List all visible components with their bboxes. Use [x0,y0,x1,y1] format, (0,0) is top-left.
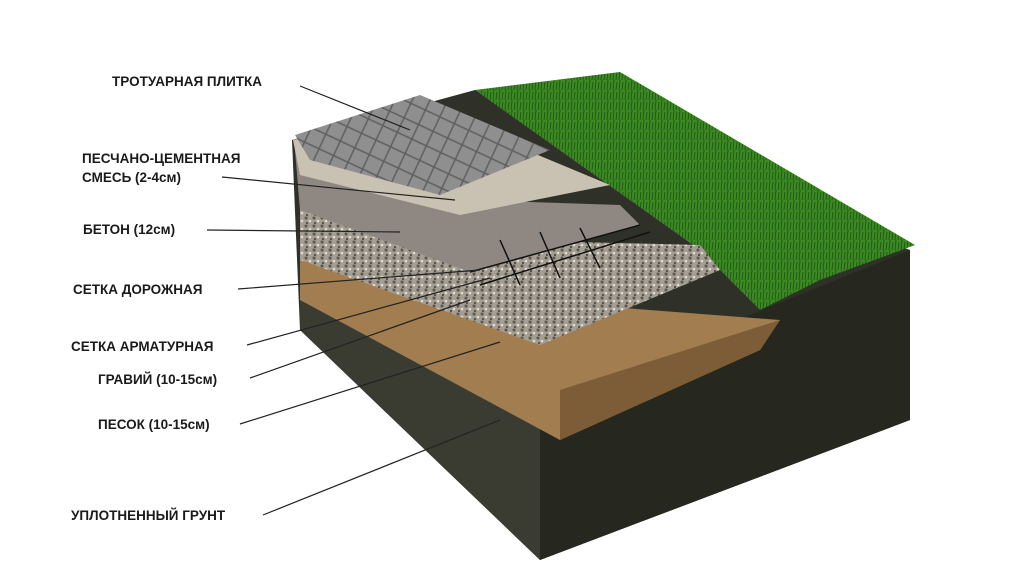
label-compacted-soil: УПЛОТНЕННЫЙ ГРУНТ [71,508,226,523]
label-rebar-mesh: СЕТКА АРМАТУРНАЯ [71,339,214,354]
label-road-mesh: СЕТКА ДОРОЖНАЯ [73,282,202,297]
reinforcement-mesh [469,224,651,286]
label-sand: ПЕСОК (10-15см) [98,417,210,432]
label-sand-cement-mix-line2: СМЕСЬ (2-4см) [82,170,181,185]
label-gravel: ГРАВИЙ (10-15см) [98,372,217,387]
sand-right-face [560,320,780,440]
soil-right-face [540,250,910,560]
leader-lines [206,85,501,516]
label-paving-tile: ТРОТУАРНАЯ ПЛИТКА [112,74,262,89]
paving-tile-layer [295,95,550,195]
grass-top [475,72,915,310]
label-concrete: БЕТОН (12см) [83,222,175,237]
label-sand-cement-mix-line1: ПЕСЧАНО-ЦЕМЕНТНАЯ [82,151,240,166]
